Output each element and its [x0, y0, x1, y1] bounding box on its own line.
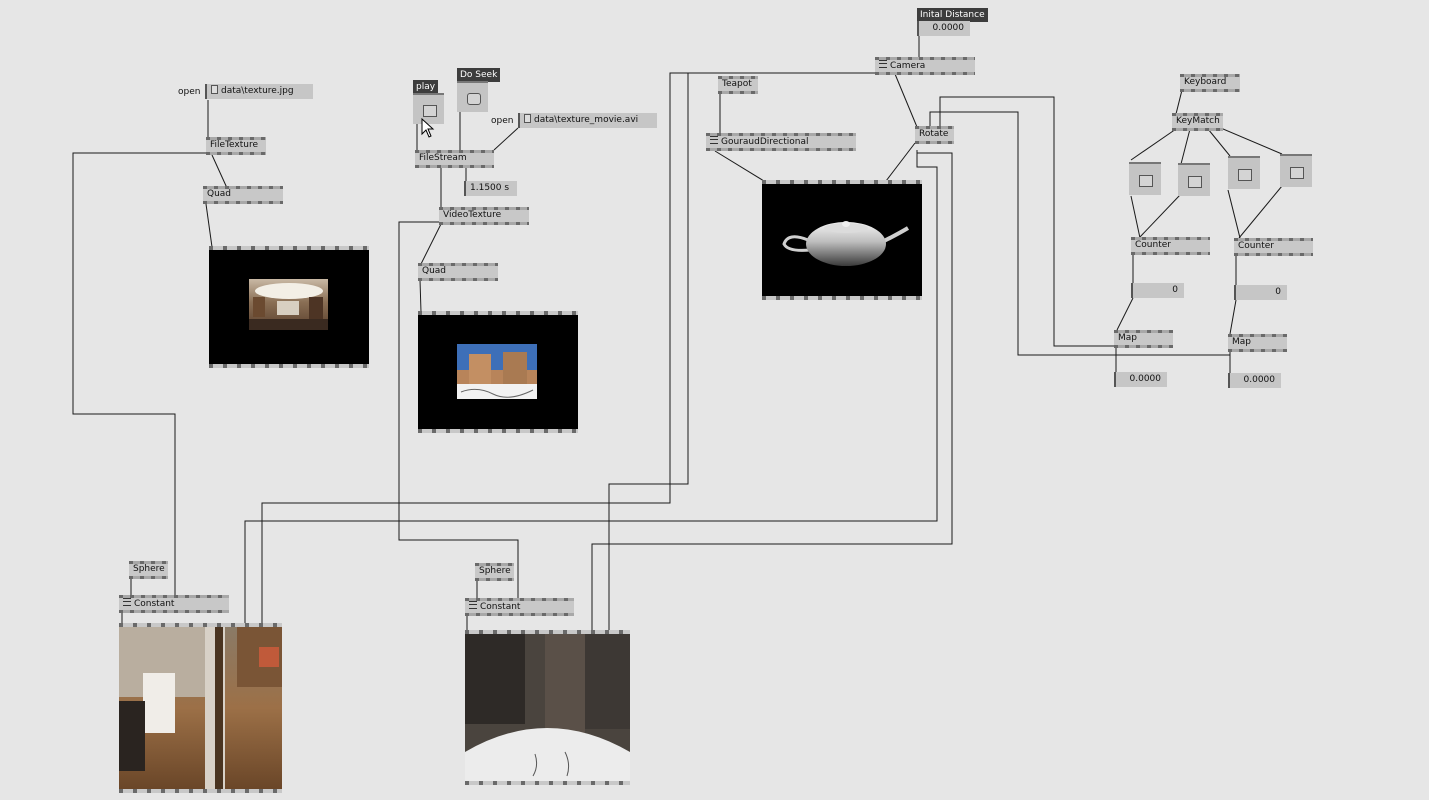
- renderer-pins: [119, 789, 282, 793]
- video-preview-image: [457, 344, 537, 399]
- seek-tag: Do Seek: [457, 68, 501, 82]
- gouraud-node-label: GouraudDirectional: [721, 137, 809, 147]
- constant-node-right[interactable]: Constant: [465, 598, 574, 616]
- toggle-square-icon: [1139, 174, 1153, 187]
- renderer-pins: [465, 630, 630, 634]
- initial-distance-value[interactable]: 0.0000: [917, 21, 970, 36]
- rotate-node[interactable]: Rotate: [915, 126, 954, 144]
- renderer-texture[interactable]: [209, 246, 369, 368]
- texture-path-field[interactable]: data\texture.jpg: [205, 84, 313, 99]
- counter-value-right[interactable]: 0: [1234, 285, 1287, 300]
- teapot-preview: [782, 221, 910, 266]
- toggle-square-icon: [1188, 175, 1202, 188]
- map-node-left[interactable]: Map: [1114, 330, 1173, 348]
- filetexture-node[interactable]: FileTexture: [206, 137, 266, 155]
- menu-icon: [123, 598, 131, 606]
- renderer-pins: [418, 311, 578, 315]
- key-bang-1[interactable]: [1129, 162, 1161, 195]
- counter-value-left[interactable]: 0: [1131, 283, 1184, 298]
- key-bang-2[interactable]: [1178, 163, 1210, 196]
- sphere-left-preview: [119, 627, 282, 789]
- renderer-teapot[interactable]: [762, 180, 922, 300]
- menu-icon: [879, 60, 887, 68]
- toggle-square-icon: [1238, 168, 1252, 181]
- keyboard-node[interactable]: Keyboard: [1180, 74, 1240, 92]
- constant-node-left[interactable]: Constant: [119, 595, 229, 613]
- initial-distance-tag: Inital Distance: [917, 8, 988, 22]
- videotexture-node[interactable]: VideoTexture: [439, 207, 529, 225]
- play-tag: play: [413, 80, 439, 94]
- toggle-square-icon: [1290, 166, 1304, 179]
- movie-path-field[interactable]: data\texture_movie.avi: [518, 113, 657, 128]
- teapot-node[interactable]: Teapot: [718, 76, 758, 94]
- bang-circle-icon: [466, 92, 481, 105]
- constant-node-right-label: Constant: [480, 602, 521, 612]
- map-node-right[interactable]: Map: [1228, 334, 1287, 352]
- seek-bang[interactable]: [457, 81, 488, 112]
- menu-icon: [710, 136, 718, 144]
- map-value-left[interactable]: 0.0000: [1114, 372, 1167, 387]
- texture-preview-image: [249, 279, 328, 330]
- movie-path-text: data\texture_movie.avi: [534, 115, 639, 125]
- file-icon: [211, 85, 218, 94]
- open-label: open: [178, 87, 201, 97]
- key-bang-3[interactable]: [1228, 156, 1260, 189]
- file-icon: [524, 114, 531, 123]
- renderer-sphere-right[interactable]: [465, 630, 630, 785]
- renderer-pins: [465, 781, 630, 785]
- play-toggle[interactable]: [413, 93, 444, 124]
- toggle-square-icon: [422, 104, 437, 117]
- renderer-video[interactable]: [418, 311, 578, 433]
- gouraud-node[interactable]: GouraudDirectional: [706, 133, 856, 151]
- keymatch-node[interactable]: KeyMatch: [1172, 113, 1223, 131]
- open-label: open: [491, 116, 514, 126]
- mouse-cursor-icon: [421, 118, 435, 138]
- renderer-pins: [762, 180, 922, 184]
- map-value-right[interactable]: 0.0000: [1228, 373, 1281, 388]
- quad-node-video[interactable]: Quad: [418, 263, 498, 281]
- renderer-pins: [209, 246, 369, 250]
- renderer-pins: [119, 623, 282, 627]
- texture-path-text: data\texture.jpg: [221, 86, 294, 96]
- quad-node-texture[interactable]: Quad: [203, 186, 283, 204]
- sphere-right-preview: [465, 634, 630, 781]
- stream-position-value[interactable]: 1.1500 s: [464, 181, 517, 196]
- camera-node[interactable]: Camera: [875, 57, 975, 75]
- key-bang-4[interactable]: [1280, 154, 1312, 187]
- sphere-node-left[interactable]: Sphere: [129, 561, 168, 579]
- renderer-pins: [418, 429, 578, 433]
- renderer-sphere-left[interactable]: [119, 623, 282, 793]
- counter-node-left[interactable]: Counter: [1131, 237, 1210, 255]
- renderer-pins: [209, 364, 369, 368]
- filestream-node[interactable]: FileStream: [415, 150, 494, 168]
- sphere-node-right[interactable]: Sphere: [475, 563, 514, 581]
- camera-node-label: Camera: [890, 61, 926, 71]
- constant-node-left-label: Constant: [134, 599, 175, 609]
- menu-icon: [469, 601, 477, 609]
- renderer-pins: [762, 296, 922, 300]
- counter-node-right[interactable]: Counter: [1234, 238, 1313, 256]
